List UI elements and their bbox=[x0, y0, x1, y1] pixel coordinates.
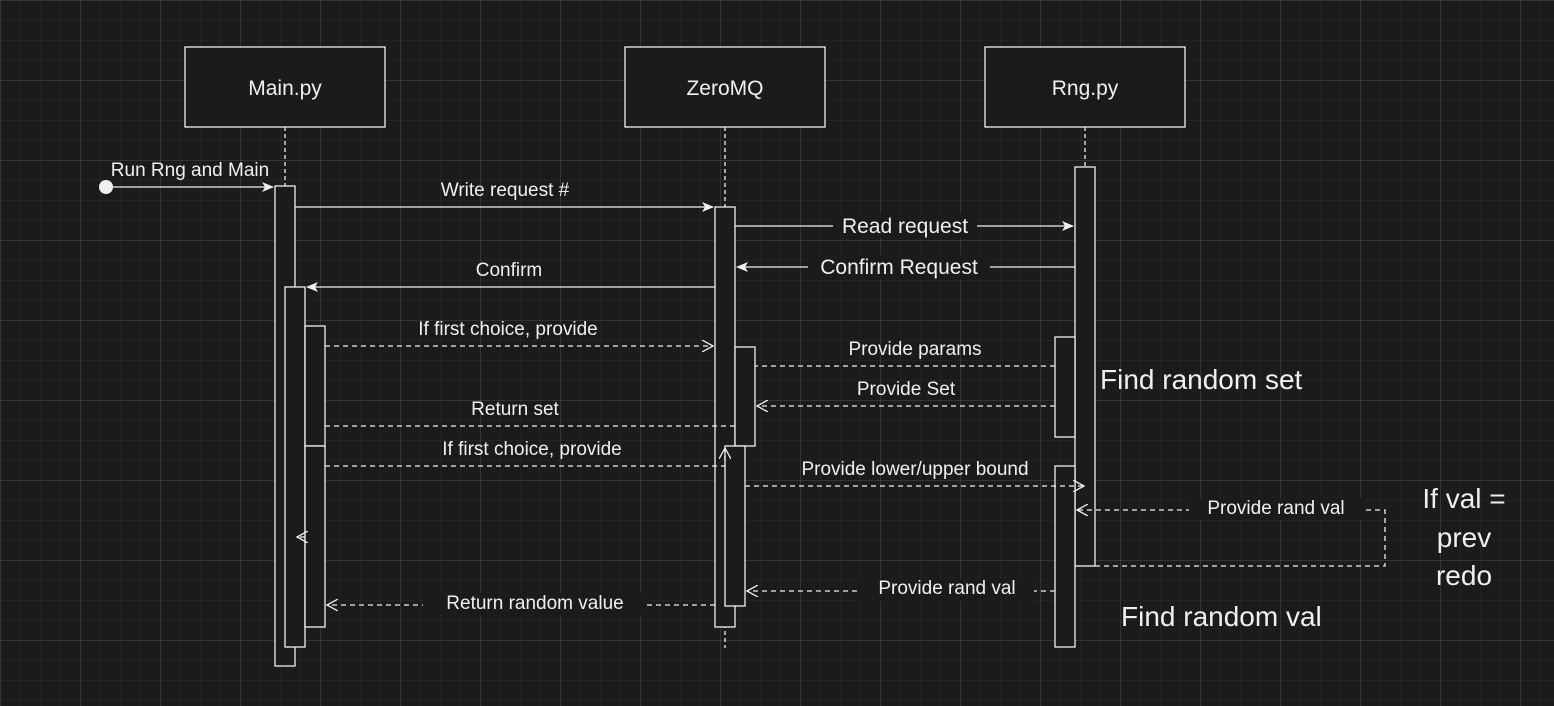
label-bg-confirm-request bbox=[808, 255, 990, 279]
participant-zeromq-label: ZeroMQ bbox=[686, 77, 763, 100]
message-confirm-request-label: Confirm Request bbox=[820, 256, 978, 279]
arrow-first-choice-2 bbox=[325, 448, 725, 467]
rng-activation-inner-2 bbox=[1054, 465, 1076, 648]
message-provide-set-label: Provide Set bbox=[857, 379, 956, 400]
participant-main-label: Main.py bbox=[248, 77, 322, 100]
note-redo-line-1: If val = bbox=[1422, 483, 1505, 514]
note-redo-line-2: prev bbox=[1437, 522, 1491, 553]
start-dot bbox=[99, 180, 113, 194]
message-start-label: Run Rng and Main bbox=[111, 160, 269, 181]
message-self-rand-val-label: Provide rand val bbox=[1207, 498, 1344, 519]
participant-main-box[interactable] bbox=[184, 46, 386, 128]
label-bg-read-request bbox=[833, 214, 977, 238]
message-first-choice-2-label: If first choice, provide bbox=[442, 439, 622, 460]
rng-activation-inner-1 bbox=[1054, 336, 1076, 438]
participant-zeromq-box[interactable] bbox=[624, 46, 826, 128]
message-provide-params-label: Provide params bbox=[848, 339, 981, 360]
note-redo-line-3: redo bbox=[1436, 560, 1492, 591]
label-bg-provide-rand-val bbox=[860, 579, 1034, 601]
participant-rng-label: Rng.py bbox=[1052, 77, 1119, 100]
note-find-random-set: Find random set bbox=[1100, 364, 1303, 395]
message-provide-bounds-label: Provide lower/upper bound bbox=[801, 459, 1028, 480]
participant-rng-box[interactable] bbox=[984, 46, 1186, 128]
message-read-request-label: Read request bbox=[842, 215, 968, 238]
message-first-choice-1-label: If first choice, provide bbox=[418, 319, 598, 340]
label-bg-self-rand-val bbox=[1189, 498, 1363, 520]
main-activation-inner-2 bbox=[304, 445, 326, 628]
label-bg-return-random-value bbox=[423, 593, 647, 615]
zeromq-activation-inner-2 bbox=[724, 445, 746, 607]
zeromq-activation-inner-1 bbox=[734, 346, 756, 447]
main-activation-inner-1 bbox=[304, 325, 326, 447]
message-return-random-value-label: Return random value bbox=[446, 593, 623, 614]
message-provide-rand-val-label: Provide rand val bbox=[878, 578, 1015, 599]
message-confirm-label: Confirm bbox=[476, 260, 543, 281]
rng-activation-outer bbox=[1074, 166, 1096, 567]
note-find-random-val: Find random val bbox=[1121, 601, 1322, 632]
main-activation-mid bbox=[284, 286, 306, 648]
message-write-request-label: Write request # bbox=[441, 180, 570, 201]
message-return-set-label: Return set bbox=[471, 399, 559, 420]
